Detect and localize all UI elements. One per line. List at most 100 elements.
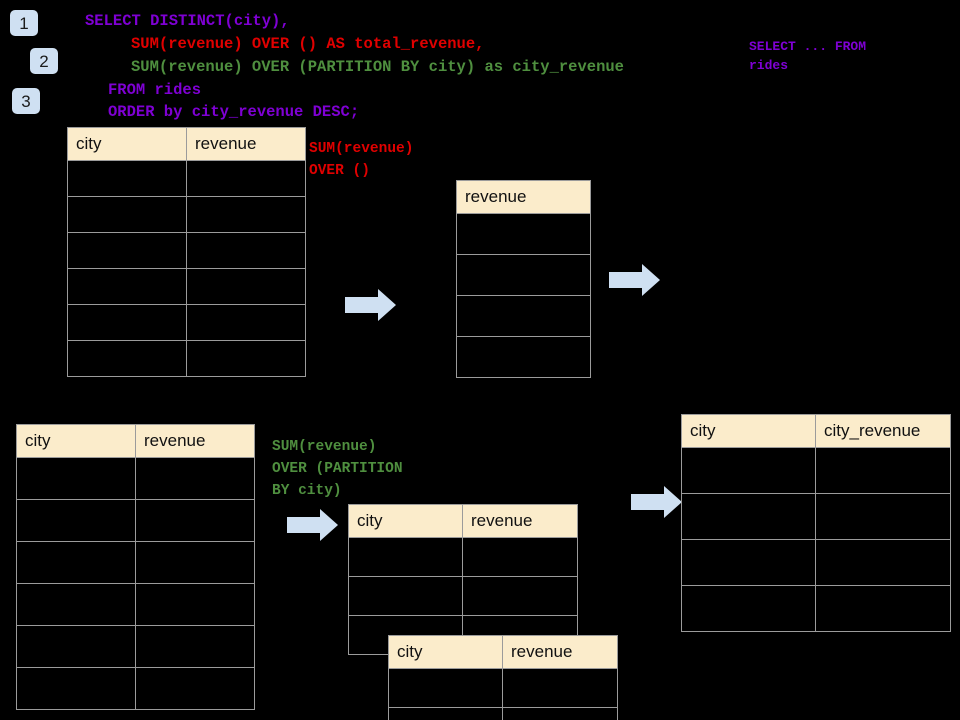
cell [502, 707, 618, 720]
table-row-header: city revenue [388, 635, 618, 669]
table-row [681, 539, 951, 586]
column-header-city: city [348, 504, 463, 538]
table-row [681, 493, 951, 540]
column-header-city: city [388, 635, 503, 669]
cell [67, 268, 187, 305]
annotation-select-from-rides: SELECT ... FROM rides [749, 39, 867, 73]
column-header-revenue: revenue [462, 504, 578, 538]
step-badge-3-label: 3 [21, 91, 31, 111]
cell [16, 541, 136, 584]
table-row [16, 499, 255, 542]
table-row-header: city revenue [16, 424, 255, 458]
table-source-top: city revenue [67, 127, 306, 377]
cell [16, 625, 136, 668]
cell [186, 160, 306, 197]
table-row [16, 667, 255, 710]
column-header-city: city [16, 424, 136, 458]
column-header-revenue: revenue [456, 180, 591, 214]
cell [456, 213, 591, 255]
arrow-source-to-total [345, 289, 396, 321]
table-row-header: revenue [456, 180, 591, 214]
step-badge-2: 2 [30, 48, 58, 74]
column-header-revenue: revenue [135, 424, 255, 458]
table-row [16, 625, 255, 668]
cell [186, 232, 306, 269]
cell [186, 196, 306, 233]
column-header-city: city [67, 127, 187, 161]
cell [388, 707, 503, 720]
table-row [456, 336, 591, 378]
table-row [16, 583, 255, 626]
annotation-sum-over-empty: SUM(revenue) OVER () [309, 141, 414, 179]
cell [388, 668, 503, 708]
cell [815, 447, 951, 494]
arrow-group-to-result [631, 486, 682, 518]
table-row [67, 340, 306, 377]
cell [681, 447, 816, 494]
table-row [67, 304, 306, 341]
cell [456, 336, 591, 378]
table-row [67, 160, 306, 197]
table-row [681, 585, 951, 632]
table-row [348, 537, 578, 577]
cell [135, 667, 255, 710]
table-row-header: city city_revenue [681, 414, 951, 448]
cell [67, 196, 187, 233]
sql-line-order-by: ORDER by city_revenue DESC; [108, 103, 360, 121]
step-badge-1-label: 1 [19, 13, 29, 33]
column-header-city-revenue: city_revenue [815, 414, 951, 448]
step-badge-2-label: 2 [39, 51, 49, 71]
cell [135, 625, 255, 668]
sql-line-total-revenue: SUM(revenue) OVER () AS total_revenue, [131, 35, 485, 53]
table-row [456, 295, 591, 337]
cell [67, 232, 187, 269]
cell [681, 539, 816, 586]
table-row [16, 457, 255, 500]
cell [67, 304, 187, 341]
cell [462, 537, 578, 577]
table-row [456, 213, 591, 255]
table-result: city city_revenue [681, 414, 951, 632]
cell [186, 304, 306, 341]
table-row [67, 196, 306, 233]
table-row [456, 254, 591, 296]
cell [815, 539, 951, 586]
cell [456, 254, 591, 296]
cell [681, 585, 816, 632]
cell [681, 493, 816, 540]
cell [16, 667, 136, 710]
table-row-header: city revenue [348, 504, 578, 538]
cell [348, 537, 463, 577]
cell [16, 499, 136, 542]
arrow-total-to-result [609, 264, 660, 296]
column-header-revenue: revenue [186, 127, 306, 161]
table-row [348, 576, 578, 616]
cell [16, 583, 136, 626]
table-row-header: city revenue [67, 127, 306, 161]
cell [135, 457, 255, 500]
cell [67, 340, 187, 377]
column-header-city: city [681, 414, 816, 448]
cell [186, 340, 306, 377]
table-row [681, 447, 951, 494]
table-partition-b: city revenue [388, 635, 618, 720]
table-row [67, 232, 306, 269]
cell [135, 583, 255, 626]
cell [456, 295, 591, 337]
cell [186, 268, 306, 305]
step-badge-1: 1 [10, 10, 38, 36]
cell [348, 576, 463, 616]
cell [815, 585, 951, 632]
table-row [16, 541, 255, 584]
cell [135, 499, 255, 542]
cell [502, 668, 618, 708]
table-row [388, 707, 618, 720]
table-source-bottom: city revenue [16, 424, 255, 710]
cell [16, 457, 136, 500]
annotation-sum-over-partition: SUM(revenue) OVER (PARTITION BY city) [272, 439, 403, 499]
cell [815, 493, 951, 540]
table-partition-a: city revenue [348, 504, 578, 655]
cell [67, 160, 187, 197]
cell [462, 576, 578, 616]
